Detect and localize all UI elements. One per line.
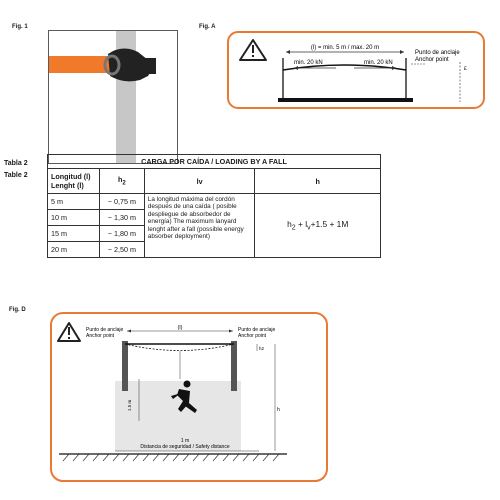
table-cell-h2: ~ 2,50 m: [98, 241, 145, 258]
formula-h: h: [287, 219, 292, 230]
strap: [49, 56, 121, 73]
h-formula: h2 + lv+1.5 + 1M: [254, 193, 381, 258]
anchor-left-en: Anchor point: [86, 333, 115, 339]
formula-l-sub: v: [307, 224, 311, 232]
vert-label: £: [464, 66, 467, 72]
distance-value: 1 m: [181, 438, 189, 444]
table-cell-length: 5 m: [47, 193, 100, 210]
formula-rest: +1.5 + 1M: [310, 219, 349, 230]
left-tension-text: min. 20 kN: [294, 60, 323, 66]
figD-illustration: Punto de anclaje Anchor point Punto de a…: [50, 312, 328, 482]
h2-header-text: h: [117, 175, 123, 185]
table-label-en: Table 2: [4, 172, 28, 179]
figA-label: Fig. A: [199, 24, 216, 30]
figA-illustration: (l) = min. 5 m / max. 20 m min. 20 kN mi…: [227, 31, 485, 109]
table-cell-length: 15 m: [47, 225, 100, 242]
fig1-illustration: [48, 30, 178, 164]
h-label: h: [277, 407, 280, 413]
distance-text: Distancia de seguridad / Safety distance: [140, 444, 229, 450]
carabiner-ring: [103, 54, 121, 76]
warning-icon: [57, 322, 81, 342]
table-cell-h2: ~ 1,80 m: [98, 225, 145, 242]
span-label: (l): [178, 325, 183, 331]
anchor-right-es: Punto de anclaje: [238, 327, 275, 333]
left-post: [122, 341, 128, 391]
table-caption: CARGA POR CAÍDA / LOADING BY A FALL: [47, 154, 381, 169]
table-cell-h2: ~ 1,30 m: [98, 209, 145, 226]
right-post: [231, 341, 237, 391]
base-beam: [278, 98, 413, 102]
warning-icon: [239, 39, 267, 61]
table-cell-h2: ~ 0,75 m: [98, 193, 145, 210]
h-header: h: [254, 168, 381, 194]
table-cell-length: 20 m: [47, 241, 100, 258]
height-label: 1.5 m: [127, 399, 132, 411]
anchor-en-text: Anchor point: [415, 57, 449, 63]
fig1-frame: [48, 30, 178, 164]
fall-zone: [115, 381, 241, 451]
formula-plus-l: + l: [295, 219, 308, 230]
lv-description: La longitud máxima del cordón después de…: [143, 193, 256, 258]
length-header: Longitud (l) Lenght (l): [47, 168, 100, 194]
formula-h-sub: 2: [291, 224, 296, 232]
h2-label: h2: [259, 346, 265, 351]
falling-person-icon: [171, 380, 197, 413]
anchor-es-text: Punto de anclaje: [415, 50, 460, 56]
table-cell-length: 10 m: [47, 209, 100, 226]
h2-header-sub: 2: [122, 180, 126, 187]
span-text: (l) = min. 5 m / max. 20 m: [311, 45, 379, 51]
h2-header: h2: [98, 168, 145, 194]
deflected-lifeline: [124, 343, 235, 351]
anchor-left-es: Punto de anclaje: [86, 327, 123, 333]
figD-label: Fig. D: [9, 307, 26, 313]
anchor-right-en: Anchor point: [238, 333, 267, 339]
strap-buckle: [138, 58, 156, 74]
length-header-es: Longitud (l): [51, 172, 91, 181]
right-tension-text: min. 20 kN: [364, 60, 393, 66]
load-table: CARGA POR CAÍDA / LOADING BY A FALL Long…: [47, 154, 381, 258]
figA-frame: [227, 31, 485, 109]
ground-hatch: [62, 453, 280, 462]
fig1-label: Fig. 1: [12, 24, 28, 30]
table-label-es: Tabla 2: [4, 160, 28, 167]
length-header-en: Lenght (l): [51, 181, 84, 190]
lv-header: lv: [143, 168, 256, 194]
